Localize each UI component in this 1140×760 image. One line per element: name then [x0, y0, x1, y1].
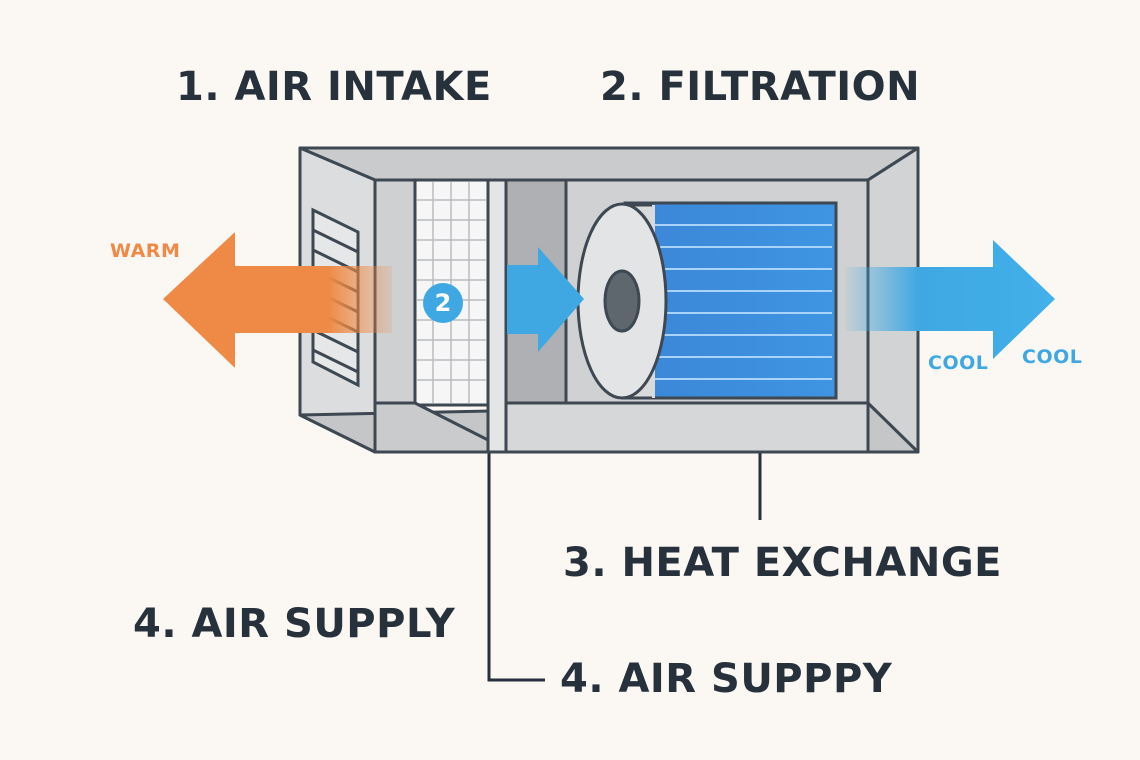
cool-label-left: COOL: [928, 352, 989, 374]
filter-badge-circle: [423, 283, 463, 323]
air-supply-leader-line: [487, 440, 545, 682]
fan-icon: [576, 202, 668, 400]
air-supply-alt-label: 4. AIR SUPPPY: [560, 656, 893, 702]
air-supply-label: 4. AIR SUPPLY: [133, 601, 456, 647]
fan-chamber-bottom: [504, 401, 870, 454]
air-intake-label: 1. AIR INTAKE: [176, 64, 492, 110]
casing-top-face: [298, 146, 920, 182]
warm-label: WARM: [110, 240, 181, 262]
cool-label-right: COOL: [1022, 346, 1083, 368]
cool-arrow-icon: [845, 240, 1055, 359]
heat-exchange-label: 3. HEAT EXCHANGE: [563, 540, 1002, 586]
filtration-label: 2. FILTRATION: [600, 64, 921, 110]
filter-frame: [486, 178, 508, 454]
filter-badge-number: 2: [434, 289, 452, 317]
cool-arrow-icon: [507, 247, 584, 352]
warm-arrow-icon: [163, 232, 392, 368]
